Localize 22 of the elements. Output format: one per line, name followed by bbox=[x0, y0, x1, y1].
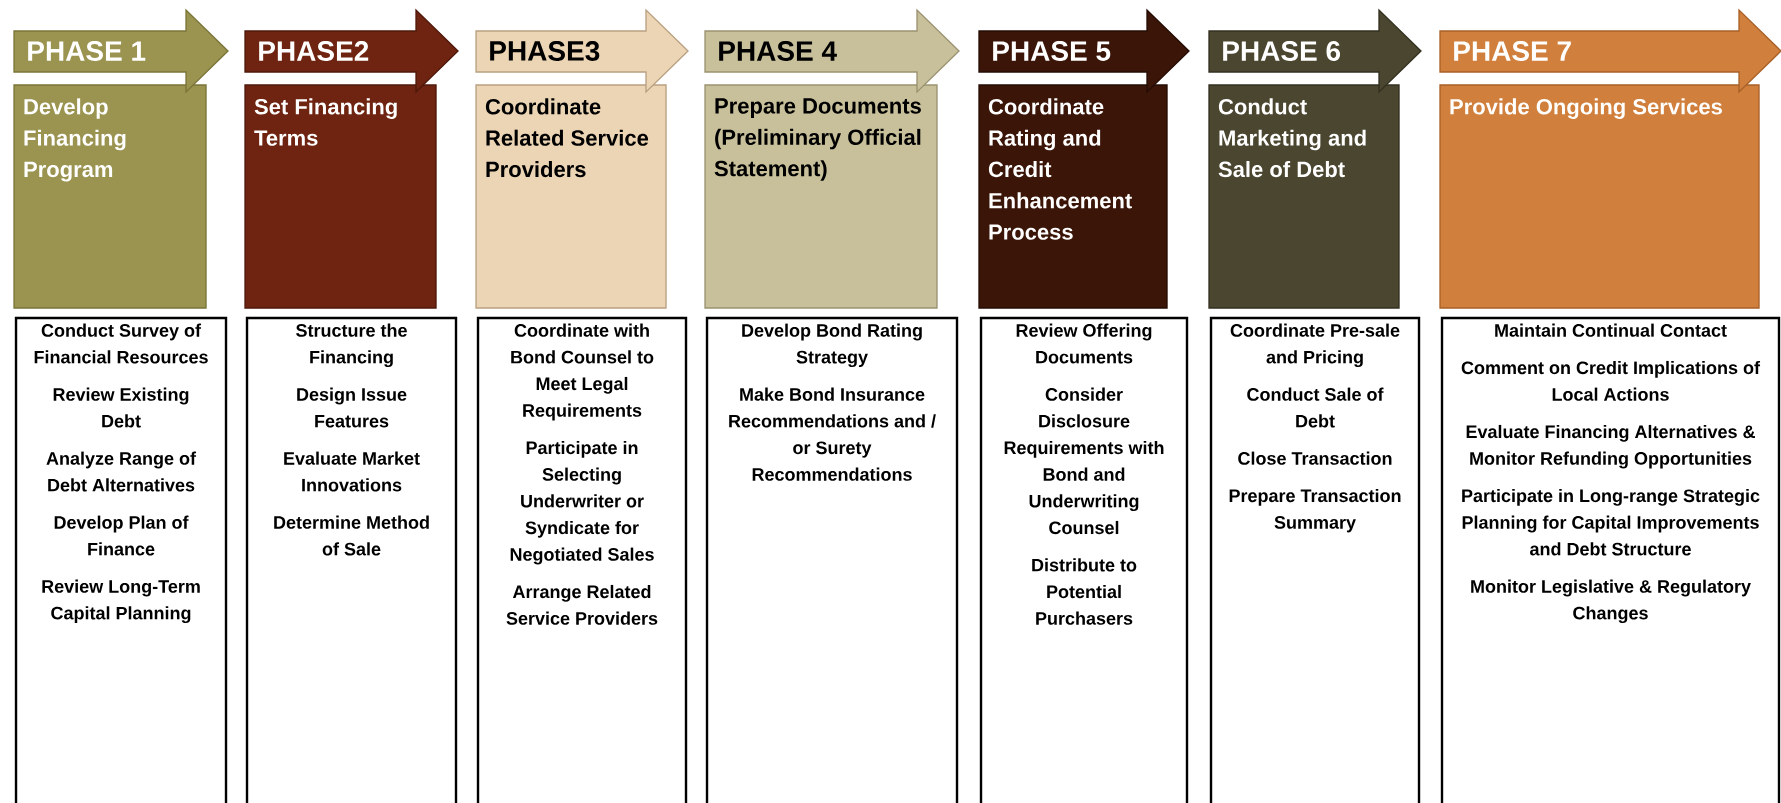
task-list-box: Conduct Survey of Financial Resources Review Existing Debt Analyze Range of Debt Alternatives Develop Plan of Finance Review Long-Term Capital Planning bbox=[14, 316, 228, 803]
phase-title-box: Develop Financing Program bbox=[13, 84, 207, 309]
task-list-box: Structure the Financing Design Issue Features Evaluate Market Innovations Determine Method of Sale bbox=[245, 316, 458, 803]
phase-banner: PHASE3 bbox=[475, 8, 689, 94]
phase-banner: PHASE 6 bbox=[1208, 8, 1422, 94]
phase-title-box: Coordinate Rating and Credit Enhancement Process bbox=[978, 84, 1168, 309]
phase-title-box: Provide Ongoing Services bbox=[1439, 84, 1760, 309]
task-list-box: Review Offering Documents Consider Disclosure Requirements with Bond and Underwriting Counsel Distribute to Potential Purchasers bbox=[979, 316, 1189, 803]
phase-title-box: Coordinate Related Service Providers bbox=[475, 84, 667, 309]
phase-title-box: Set Financing Terms bbox=[244, 84, 437, 309]
phase-banner: PHASE 1 bbox=[13, 8, 229, 94]
task-list-box: Maintain Continual Contact Comment on Credit Implications of Local Actions Evaluate Financing Alternatives & Monitor Refunding Opportunities Participate in Long-range Strategic Planning for Capital Improvements and Debt Structure Monitor Legislative & Regulatory Changes bbox=[1440, 316, 1781, 803]
phase-title-box: Conduct Marketing and Sale of Debt bbox=[1208, 84, 1400, 309]
task-list-box: Coordinate Pre-sale and Pricing Conduct Sale of Debt Close Transaction Prepare Transaction Summary bbox=[1209, 316, 1421, 803]
task-list-box: Coordinate with Bond Counsel to Meet Legal Requirements Participate in Selecting Underwriter or Syndicate for Negotiated Sales Arrange Related Service Providers bbox=[476, 316, 688, 803]
phase-banner: PHASE2 bbox=[244, 8, 459, 94]
phase-banner: PHASE 7 bbox=[1439, 8, 1781, 94]
node-label: PHASE 7 bbox=[1454, 41, 1571, 61]
phase-title-box: Prepare Documents (Preliminary Official Statement) bbox=[704, 84, 938, 309]
phase-banner: PHASE 4 bbox=[704, 8, 960, 94]
phase-banner: PHASE 5 bbox=[978, 8, 1190, 94]
task-list-box: Develop Bond Rating Strategy Make Bond Insurance Recommendations and / or Surety Recommendations bbox=[705, 316, 959, 803]
